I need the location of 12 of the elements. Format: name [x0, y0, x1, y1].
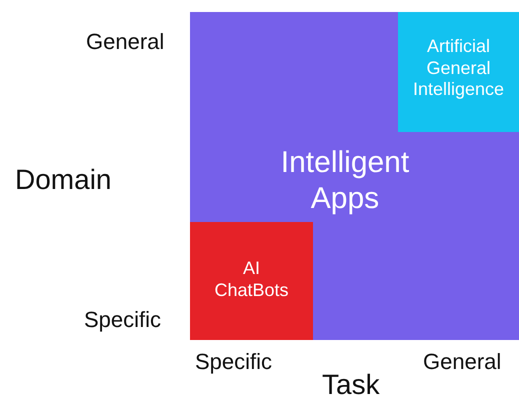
axis-tick-label: General	[423, 349, 502, 375]
axis-tick-label: Specific	[84, 307, 162, 333]
axis-tick-label: Specific	[195, 349, 272, 375]
axis-title: Task	[322, 369, 380, 400]
axis-title: Domain	[15, 164, 112, 196]
region-label: Artificial General Intelligence	[412, 36, 506, 101]
agi-region	[398, 12, 519, 132]
region-label: AI ChatBots	[213, 258, 290, 302]
region-label: Intelligent Apps	[280, 145, 410, 217]
axis-tick-label: General	[86, 29, 164, 55]
app-region	[190, 12, 519, 340]
chatbot-region	[190, 222, 313, 340]
